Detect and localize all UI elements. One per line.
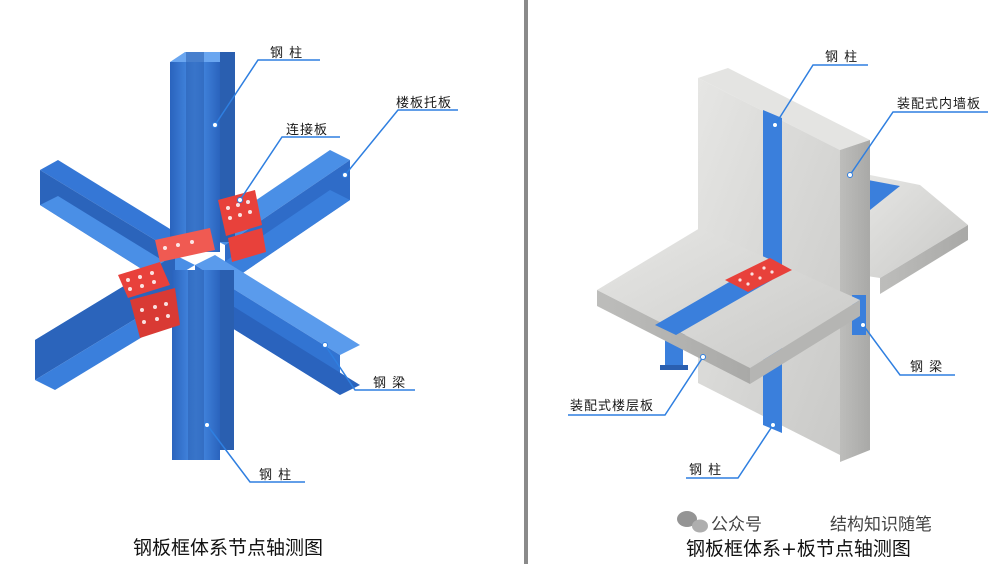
- column-bottom: [172, 270, 234, 460]
- caption-right: 钢板框体系+板节点轴测图: [686, 538, 911, 560]
- label-floor-bracket: 楼板托板: [396, 96, 453, 111]
- right-leader-lines: [568, 64, 988, 479]
- column-top: [170, 52, 235, 252]
- label-right-beam: 钢 梁: [910, 360, 944, 375]
- label-right-column-bottom: 钢 柱: [689, 463, 723, 478]
- beam-upper-left: [40, 160, 175, 290]
- label-floor-slab: 装配式楼层板: [570, 399, 655, 414]
- label-inner-wall: 装配式内墙板: [897, 97, 982, 112]
- right-leader-dots: [700, 122, 866, 428]
- caption-left: 钢板框体系节点轴测图: [133, 537, 324, 559]
- right-panel-joint: [568, 64, 988, 479]
- watermark-account-prefix: 公众号: [711, 515, 762, 535]
- panel-divider: [524, 0, 528, 564]
- left-leader-dots: [204, 122, 348, 428]
- label-left-column-bottom: 钢 柱: [259, 468, 293, 483]
- floor-slab-back: [860, 175, 968, 294]
- label-right-column-top: 钢 柱: [825, 50, 859, 65]
- left-steel-joint: [35, 52, 458, 483]
- watermark-account-name: 结构知识随笔: [830, 515, 932, 535]
- left-leader-lines: [206, 59, 458, 483]
- bolt-dots: [126, 200, 252, 324]
- slab-connection-plate: [725, 258, 792, 292]
- floor-slab-front: [597, 228, 860, 384]
- wechat-icon: [677, 511, 708, 533]
- label-left-beam: 钢 梁: [373, 376, 407, 391]
- label-left-column-top: 钢 柱: [270, 46, 304, 61]
- label-connection-plate: 连接板: [286, 123, 329, 138]
